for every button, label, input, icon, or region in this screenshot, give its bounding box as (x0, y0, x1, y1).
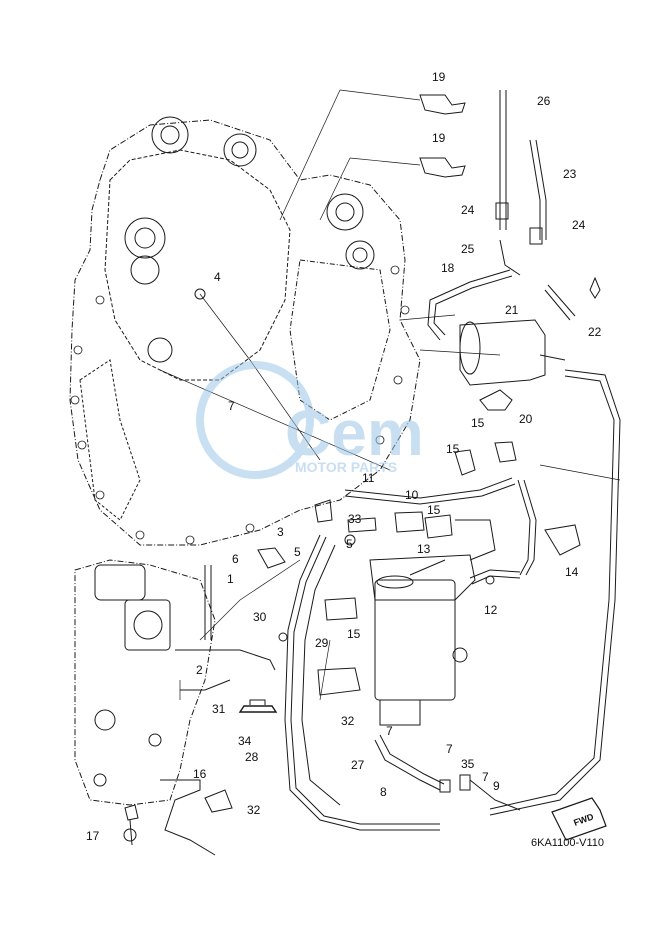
callout-8: 8 (380, 785, 387, 799)
callout-5b: 5 (346, 537, 353, 551)
callout-6: 6 (232, 552, 239, 566)
forward-arrow: FWD (551, 797, 607, 841)
lower-engine-housing (74, 559, 216, 806)
callout-7d: 7 (482, 770, 489, 784)
callout-22: 22 (588, 325, 602, 339)
callout-7c: 7 (446, 742, 453, 756)
canister (459, 319, 566, 411)
callout-15b: 15 (471, 416, 485, 430)
callout-21: 21 (505, 303, 519, 317)
callout-29: 29 (315, 636, 329, 650)
callout-15a: 15 (446, 442, 460, 456)
diagram-code: 6KA1100-V110 (531, 837, 604, 849)
callout-30: 30 (253, 610, 267, 624)
callout-28: 28 (245, 750, 259, 764)
callout-24a: 24 (461, 203, 475, 217)
watermark-tagline: MOTOR PARTS (295, 459, 397, 475)
clamps-and-fittings (123, 94, 601, 856)
callout-4: 4 (214, 270, 221, 284)
callout-16: 16 (193, 767, 207, 781)
watermark-brand: Cem (285, 397, 424, 469)
callout-3: 3 (277, 525, 284, 539)
callout-35: 35 (461, 757, 475, 771)
callout-24b: 24 (572, 218, 586, 232)
callout-2: 2 (196, 663, 203, 677)
callout-19a: 19 (432, 70, 446, 84)
fuel-hoses (175, 90, 621, 831)
callout-9: 9 (493, 779, 500, 793)
callout-34: 34 (238, 734, 252, 748)
callout-labels: 19 26 19 23 24 24 25 18 4 21 22 7 20 15 … (86, 70, 602, 843)
callout-15d: 15 (347, 627, 361, 641)
callout-33: 33 (348, 512, 362, 526)
leader-lines (159, 89, 621, 701)
callout-20: 20 (519, 412, 533, 426)
watermark: Cem MOTOR PARTS (196, 361, 424, 479)
callout-19b: 19 (432, 131, 446, 145)
callout-7a: 7 (228, 399, 235, 413)
callout-7b: 7 (386, 724, 393, 738)
callout-31: 31 (212, 702, 226, 716)
callout-17: 17 (86, 829, 100, 843)
callout-14: 14 (565, 565, 579, 579)
callout-11: 11 (362, 471, 375, 485)
callout-32a: 32 (341, 714, 355, 728)
callout-27: 27 (351, 758, 365, 772)
callout-5a: 5 (294, 545, 301, 559)
callout-12: 12 (484, 603, 498, 617)
callout-18: 18 (441, 261, 455, 275)
engine-block (69, 116, 421, 546)
vapor-separator-assembly (369, 554, 476, 726)
callout-26: 26 (537, 94, 551, 108)
callout-23: 23 (563, 167, 577, 181)
callout-1: 1 (227, 572, 234, 586)
callout-13: 13 (417, 542, 431, 556)
callout-32b: 32 (247, 803, 261, 817)
callout-15c: 15 (427, 503, 441, 517)
callout-10: 10 (405, 488, 419, 502)
callout-25: 25 (461, 242, 475, 256)
